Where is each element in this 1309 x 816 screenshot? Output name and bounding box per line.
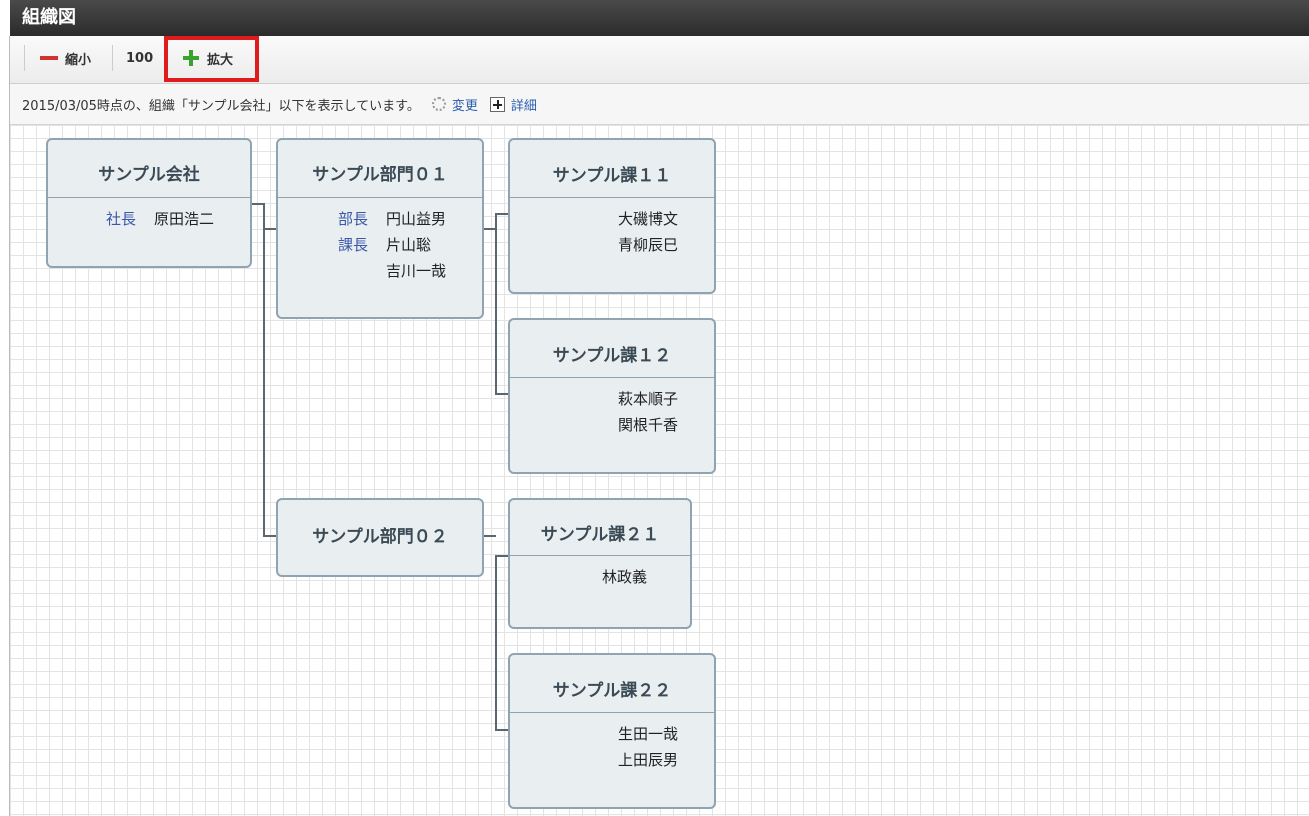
org-node-dept01[interactable]: サンプル部門０１ 部長 円山益男 課長 片山聡 吉川一哉: [276, 138, 484, 319]
member-name: 関根千香: [618, 416, 679, 434]
member-row: 関根千香: [510, 412, 714, 438]
member-row: 生田一哉: [510, 721, 714, 747]
info-message: 2015/03/05時点の、組織「サンプル会社」以下を表示しています。: [22, 98, 420, 114]
connector-line: [495, 729, 510, 731]
title-bar: 組織図: [10, 0, 1309, 36]
connector-line: [495, 213, 497, 395]
member-list: 社長 原田浩二: [48, 198, 250, 232]
member-row: 林政義: [510, 564, 690, 590]
org-node-title: サンプル課２１: [510, 500, 690, 556]
member-name: 林政義: [602, 568, 648, 586]
org-node-dept02[interactable]: サンプル部門０２: [276, 498, 484, 577]
page-title: 組織図: [22, 7, 76, 28]
member-name: 青柳辰巳: [618, 236, 679, 254]
org-node-title: サンプル会社: [48, 140, 250, 198]
org-node-title: サンプル部門０２: [312, 527, 448, 547]
connector-line: [482, 228, 496, 230]
member-name: 生田一哉: [618, 725, 679, 743]
detail-link[interactable]: 詳細: [510, 98, 537, 114]
member-role: 部長: [338, 210, 369, 228]
org-node-sec21[interactable]: サンプル課２１ 林政義: [508, 498, 692, 629]
toolbar: 縮小 100 拡大: [10, 36, 1309, 84]
connector-line: [250, 203, 264, 205]
connector-line: [263, 203, 265, 535]
connector-line: [495, 555, 497, 731]
zoom-out-button[interactable]: 縮小: [40, 46, 91, 70]
member-name: 大磯博文: [618, 210, 679, 228]
info-bar: 2015/03/05時点の、組織「サンプル会社」以下を表示しています。 変更 詳…: [10, 84, 1309, 125]
org-node-sec12[interactable]: サンプル課１２ 萩本順子 関根千香: [508, 318, 716, 474]
connector-line: [495, 393, 510, 395]
member-role: 社長: [106, 210, 137, 228]
minus-icon: [40, 56, 58, 60]
connector-line: [263, 535, 278, 537]
member-row: 青柳辰巳: [510, 232, 714, 258]
highlight-box: [164, 36, 259, 82]
member-list: 部長 円山益男 課長 片山聡 吉川一哉: [278, 198, 482, 284]
zoom-level-value: 100: [126, 50, 154, 66]
member-row: 社長 原田浩二: [48, 206, 250, 232]
member-row: 萩本順子: [510, 386, 714, 412]
org-chart-canvas: サンプル会社 社長 原田浩二 サンプル部門０１ 部長 円山益男 課長 片山聡 吉…: [10, 125, 1309, 816]
org-node-sec22[interactable]: サンプル課２２ 生田一哉 上田辰男: [508, 653, 716, 809]
member-name: 上田辰男: [618, 751, 679, 769]
member-name: 円山益男: [386, 210, 447, 228]
toolbar-separator: [112, 45, 113, 71]
toolbar-separator: [24, 45, 25, 71]
member-name: 萩本順子: [618, 390, 679, 408]
member-row: 吉川一哉: [278, 258, 482, 284]
left-margin: [0, 0, 10, 816]
member-role: 課長: [338, 236, 369, 254]
member-row: 部長 円山益男: [278, 206, 482, 232]
change-link[interactable]: 変更: [451, 98, 478, 114]
plus-icon: [182, 49, 200, 67]
zoom-in-button[interactable]: 拡大: [182, 46, 233, 70]
zoom-out-label: 縮小: [65, 52, 92, 68]
org-node-title: サンプル課１２: [510, 320, 714, 378]
member-list: 萩本順子 関根千香: [510, 378, 714, 438]
connector-line: [495, 213, 510, 215]
org-node-title: サンプル部門０１: [278, 140, 482, 198]
zoom-in-label: 拡大: [207, 52, 234, 68]
org-node-title: サンプル課２２: [510, 655, 714, 713]
member-name: 吉川一哉: [386, 262, 447, 280]
member-list: 生田一哉 上田辰男: [510, 713, 714, 773]
member-name: 原田浩二: [154, 210, 215, 228]
member-row: 大磯博文: [510, 206, 714, 232]
left-border: [9, 36, 10, 816]
member-list: 大磯博文 青柳辰巳: [510, 198, 714, 258]
expand-icon[interactable]: [489, 96, 505, 112]
org-node-sec11[interactable]: サンプル課１１ 大磯博文 青柳辰巳: [508, 138, 716, 294]
connector-line: [263, 228, 278, 230]
connector-line: [495, 555, 510, 557]
org-node-title: サンプル課１１: [510, 140, 714, 198]
zoom-level[interactable]: 100: [126, 46, 153, 70]
member-list: 林政義: [510, 556, 690, 590]
gear-icon[interactable]: [431, 97, 446, 111]
org-node-company[interactable]: サンプル会社 社長 原田浩二: [46, 138, 252, 268]
connector-line: [482, 535, 496, 537]
member-row: 上田辰男: [510, 747, 714, 773]
member-name: 片山聡: [386, 236, 432, 254]
member-row: 課長 片山聡: [278, 232, 482, 258]
